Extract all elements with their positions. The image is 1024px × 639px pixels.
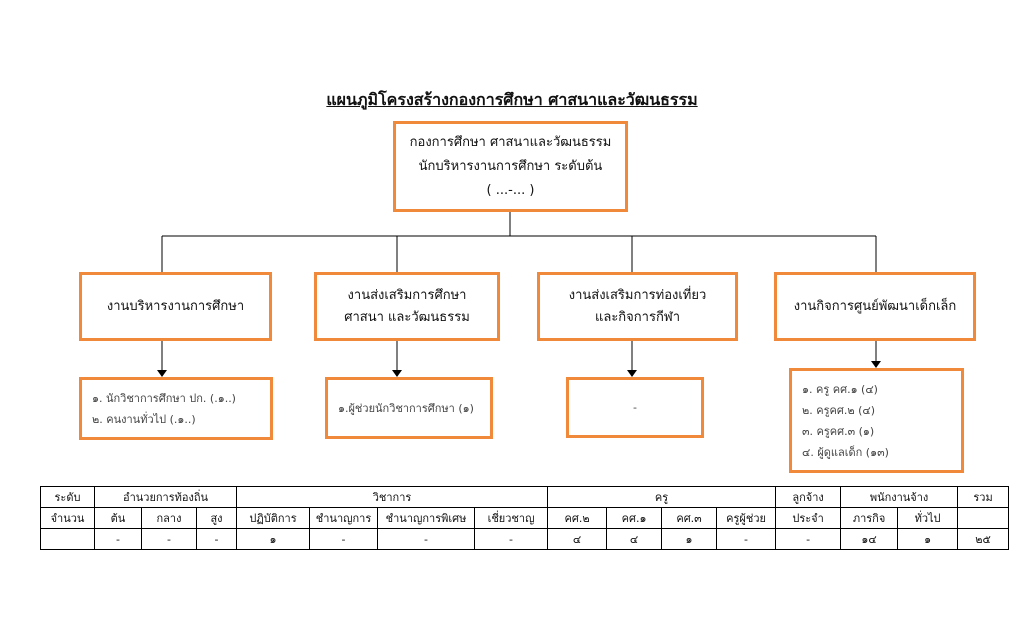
table-cell: ภารกิจ (840, 507, 899, 529)
table-row: ระดับ อำนวยการท้องถิ่น วิชาการ ครู ลูกจ้… (40, 486, 1010, 508)
table-cell: ๔ (547, 528, 608, 550)
arrow-head-1 (157, 370, 167, 377)
table-cell: เชี่ยวชาญ (474, 507, 549, 529)
staff-box-1: ๑. นักวิชาการศึกษา ปก. (.๑..) ๒. คนงานทั… (79, 377, 273, 440)
academic-header: วิชาการ (236, 486, 549, 508)
table-cell: - (474, 528, 549, 550)
table-cell: - (775, 528, 842, 550)
chart-title: แผนภูมิโครงสร้างกองการศึกษา ศาสนาและวัฒน… (326, 90, 698, 109)
total-value: ๒๕ (957, 528, 1010, 550)
staff-item: ๒. ครูคศ.๒ (๔) (802, 403, 876, 417)
table-cell: ชำนาญการ (309, 507, 379, 529)
unit-label: งานส่งเสริมการท่องเที่ยว (568, 287, 707, 303)
unit-label: และกิจการกีฬา (594, 309, 681, 325)
division-head: นักบริหารงานการศึกษา ระดับต้น (418, 158, 603, 174)
table-cell: สูง (195, 507, 238, 529)
table-cell: ทั่วไป (897, 507, 959, 529)
contract-staff-header: พนักงานจ้าง (840, 486, 959, 508)
staff-item: ๑.ผู้ช่วยนักวิชาการศึกษา (๑) (338, 401, 474, 415)
unit-label: งานส่งเสริมการศึกษา (347, 287, 467, 303)
division-position-count: ( ...-... ) (486, 182, 535, 198)
table-cell: ประจำ (775, 507, 842, 529)
total-header: รวม (957, 486, 1010, 508)
table-cell (957, 507, 1010, 529)
arrow-head-3 (627, 370, 637, 377)
table-cell: - (377, 528, 476, 550)
staff-item: ๒. คนงานทั่วไป (.๑..) (92, 412, 196, 426)
teacher-header: ครู (547, 486, 777, 508)
unit-box-1: งานบริหารงานการศึกษา (79, 272, 272, 341)
staff-summary-table: ระดับ อำนวยการท้องถิ่น วิชาการ ครู ลูกจ้… (40, 486, 1010, 550)
table-cell: - (195, 528, 238, 550)
table-cell: ๑ (897, 528, 959, 550)
division-name: กองการศึกษา ศาสนาและวัฒนธรรม (409, 134, 612, 150)
table-cell: ชำนาญการพิเศษ (377, 507, 476, 529)
local-admin-header: อำนวยการท้องถิ่น (93, 486, 238, 508)
table-cell: คศ.๒ (547, 507, 608, 529)
staff-box-2: ๑.ผู้ช่วยนักวิชาการศึกษา (๑) (325, 377, 493, 439)
staff-item: ๓. ครูคศ.๓ (๑) (802, 424, 875, 438)
employee-header: ลูกจ้าง (775, 486, 842, 508)
table-row: - - - ๑ - - - ๔ ๔ ๑ - - ๑๔ ๑ ๒๕ (40, 528, 1010, 550)
staff-box-4: ๑. ครู คศ.๑ (๔) ๒. ครูคศ.๒ (๔) ๓. ครูคศ.… (789, 368, 964, 473)
table-cell: ครูผู้ช่วย (716, 507, 777, 529)
table-cell: ปฏิบัติการ (236, 507, 311, 529)
staff-item: - (633, 401, 637, 414)
table-cell: กลาง (141, 507, 197, 529)
table-cell: ๑ (661, 528, 718, 550)
table-row: จำนวน ต้น กลาง สูง ปฏิบัติการ ชำนาญการ ช… (40, 507, 1010, 529)
table-cell: - (716, 528, 777, 550)
staff-box-3: - (566, 377, 704, 438)
unit-box-4: งานกิจการศูนย์พัฒนาเด็กเล็ก (774, 272, 976, 341)
table-cell: - (309, 528, 379, 550)
arrow-head-2 (392, 370, 402, 377)
unit-label: งานบริหารงานการศึกษา (106, 298, 245, 314)
table-cell: ต้น (94, 507, 142, 529)
unit-box-3: งานส่งเสริมการท่องเที่ยว และกิจการกีฬา (537, 272, 738, 341)
count-header: จำนวน (40, 507, 95, 529)
unit-label: ศาสนา และวัฒนธรรม (344, 309, 470, 325)
arrow-head-4 (871, 361, 881, 368)
staff-item: ๔. ผู้ดูแลเด็ก (๑๓) (802, 445, 889, 459)
unit-label: งานกิจการศูนย์พัฒนาเด็กเล็ก (793, 298, 957, 314)
table-cell (40, 528, 95, 550)
table-cell: - (94, 528, 142, 550)
table-cell: ๑ (236, 528, 311, 550)
table-cell: - (141, 528, 197, 550)
table-cell: คศ.๑ (606, 507, 663, 529)
unit-box-2: งานส่งเสริมการศึกษา ศาสนา และวัฒนธรรม (314, 272, 500, 341)
level-header: ระดับ (40, 486, 95, 508)
table-cell: ๑๔ (840, 528, 899, 550)
division-box: กองการศึกษา ศาสนาและวัฒนธรรม นักบริหารงา… (393, 121, 628, 212)
table-cell: ๔ (606, 528, 663, 550)
staff-item: ๑. ครู คศ.๑ (๔) (802, 382, 878, 396)
staff-item: ๑. นักวิชาการศึกษา ปก. (.๑..) (92, 391, 236, 405)
table-cell: คศ.๓ (661, 507, 718, 529)
